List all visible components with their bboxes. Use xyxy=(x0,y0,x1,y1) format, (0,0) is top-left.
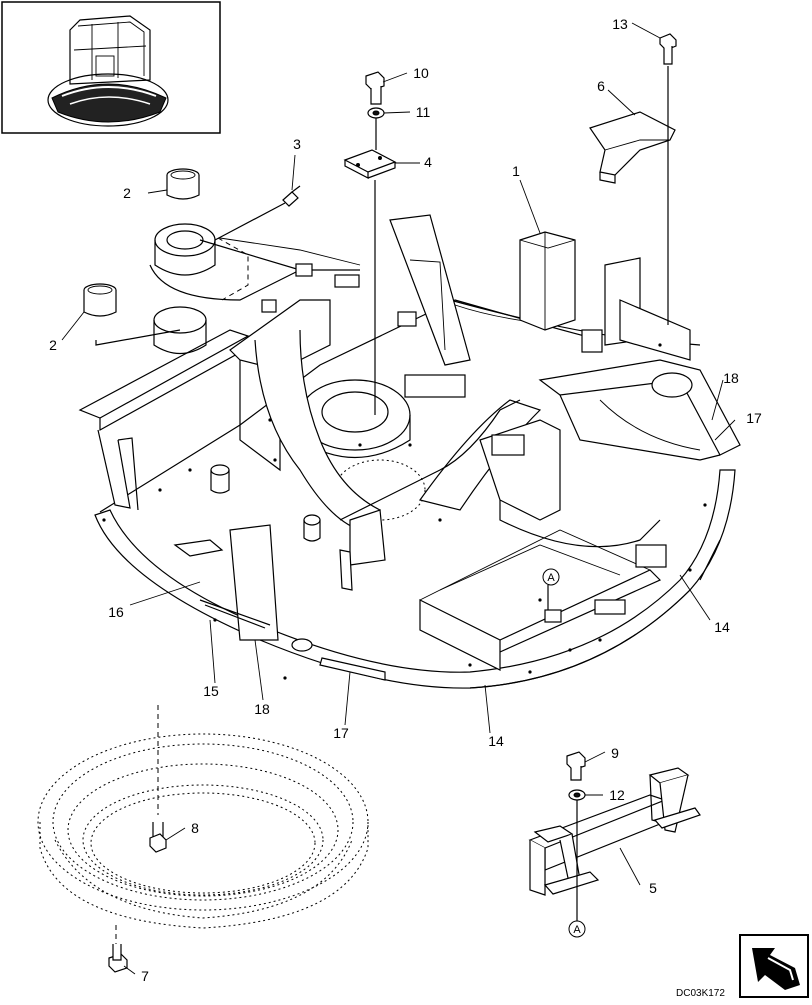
bushing-part xyxy=(166,168,200,200)
grease-fitting-part xyxy=(282,185,301,207)
cover-bracket-part xyxy=(589,111,676,184)
callout-14: 14 xyxy=(488,733,504,749)
callout-14: 14 xyxy=(714,619,730,635)
washer-part xyxy=(367,107,385,119)
support-frame-part xyxy=(528,767,701,896)
callout-18: 18 xyxy=(723,370,739,386)
bolt-part xyxy=(149,822,167,853)
excavator-cab-thumbnail-icon xyxy=(1,1,221,134)
callout-16: 16 xyxy=(108,604,124,620)
svg-text:A: A xyxy=(547,572,555,584)
bolt-part xyxy=(659,33,677,65)
callout-17: 17 xyxy=(746,410,762,426)
callout-3: 3 xyxy=(293,136,301,152)
alignment-lines xyxy=(95,66,669,944)
callout-8: 8 xyxy=(191,820,199,836)
callout-1: 1 xyxy=(512,163,520,179)
figure-code: DC03K172 xyxy=(676,988,725,999)
callout-2: 2 xyxy=(49,337,57,353)
callout-18: 18 xyxy=(254,701,270,717)
callout-12: 12 xyxy=(609,787,625,803)
callout-7: 7 xyxy=(141,968,149,984)
washer-part xyxy=(568,789,586,801)
callout-6: 6 xyxy=(597,78,605,94)
reference-marker: A xyxy=(542,568,560,586)
callouts: 1 2 2 3 4 5 6 7 8 9 10 11 12 13 14 14 15… xyxy=(49,16,762,984)
mounting-holes xyxy=(102,343,707,680)
bolt-part xyxy=(566,751,586,781)
svg-text:A: A xyxy=(573,924,581,936)
callout-10: 10 xyxy=(413,65,429,81)
bolt-part xyxy=(108,944,128,973)
next-page-arrow-icon[interactable] xyxy=(739,934,809,998)
callout-9: 9 xyxy=(611,745,619,761)
callout-15: 15 xyxy=(203,683,219,699)
callout-5: 5 xyxy=(649,880,657,896)
callout-4: 4 xyxy=(424,154,432,170)
callout-11: 11 xyxy=(416,104,431,120)
upper-frame xyxy=(78,214,741,689)
callout-17: 17 xyxy=(333,725,349,741)
swing-bearing-part xyxy=(37,733,369,929)
reference-marker: A xyxy=(568,920,586,938)
retainer-plate-part xyxy=(343,149,397,179)
callout-2: 2 xyxy=(123,185,131,201)
leader-lines xyxy=(61,22,736,975)
callout-13: 13 xyxy=(612,16,628,32)
bushing-part xyxy=(83,283,117,317)
bolt-part xyxy=(365,71,385,105)
